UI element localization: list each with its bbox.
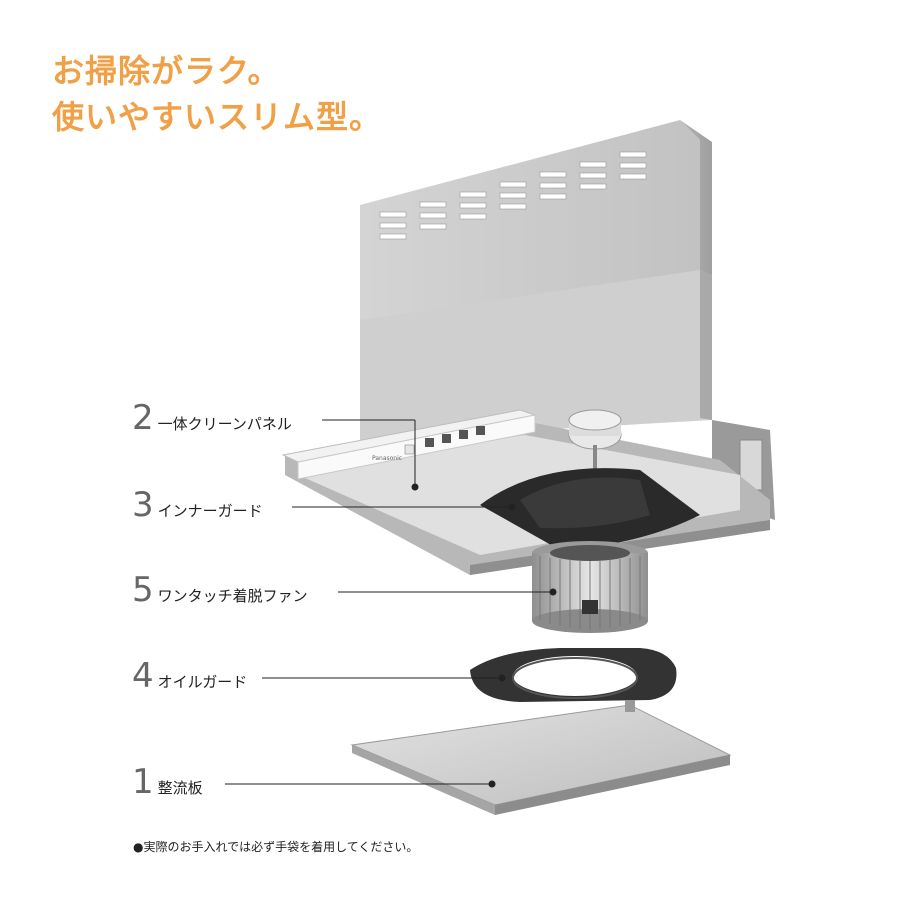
part-name: ワンタッチ着脱ファン [157,587,308,605]
part-label-fan: 5 ワンタッチ着脱ファン [132,570,308,610]
motor [568,409,622,470]
part-name: オイルガード [157,673,248,691]
leader-dot-4 [498,674,506,682]
headline: お掃除がラク。 使いやすいスリム型。 [52,48,382,140]
sirocco-fan [532,541,648,633]
inner-guard [480,468,700,550]
part-label-rectifier-plate: 1 整流板 [132,762,203,802]
leader-dot-3 [508,503,516,511]
part-label-inner-guard: 3 インナーガード [132,485,263,525]
part-number: 5 [132,570,154,610]
part-number: 1 [132,762,154,802]
leader-lines [225,419,557,788]
part-number: 4 [132,656,154,696]
leader-dot-2 [411,483,419,491]
integrated-clean-panel: Panasonic [281,409,537,480]
part-label-oil-guard: 4 オイルガード [132,656,247,696]
part-name: 一体クリーンパネル [157,415,292,433]
rectifier-plate [350,700,732,815]
brand-label: Panasonic [372,455,402,462]
caution-note: ●実際のお手入れでは必ず手袋を着用してください。 [133,840,419,854]
vent-slots [379,151,647,240]
headline-line2: 使いやすいスリム型。 [52,98,383,136]
leader-dot-1 [488,780,496,788]
part-number: 3 [132,485,154,525]
headline-line1: お掃除がラク。 [52,52,281,90]
part-name: 整流板 [157,779,203,797]
oil-guard [470,648,677,702]
leader-dot-5 [549,588,557,596]
part-label-clean-panel: 2 一体クリーンパネル [132,398,292,438]
duct-cover [360,120,712,330]
part-name: インナーガード [157,502,263,520]
control-buttons [404,426,485,455]
part-number: 2 [132,398,154,438]
